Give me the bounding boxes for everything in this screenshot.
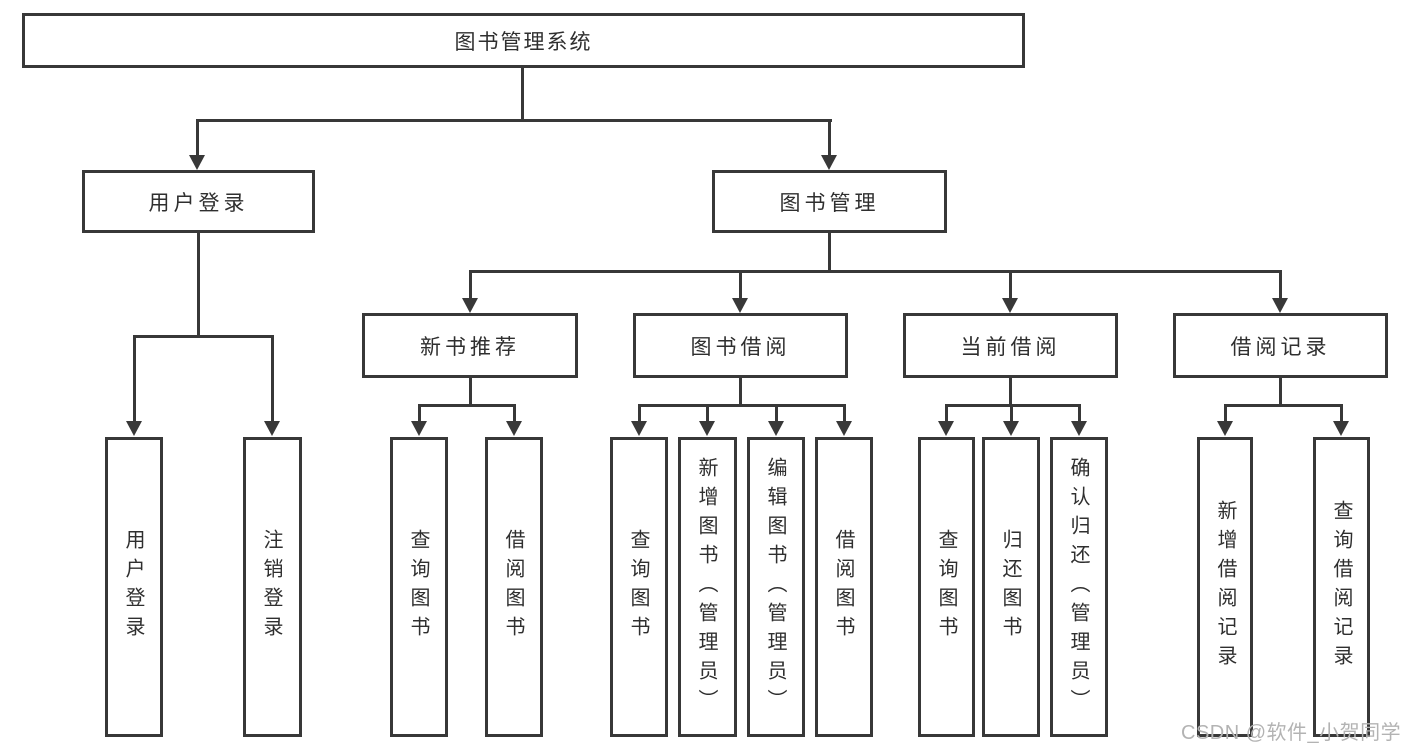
node-user-login: 用户登录 bbox=[82, 170, 315, 233]
connector-vline bbox=[1340, 404, 1343, 422]
node-root: 图书管理系统 bbox=[22, 13, 1025, 68]
arrowhead-down-icon bbox=[1272, 298, 1288, 313]
leaf-query-books-current: 查询图书 bbox=[918, 437, 975, 737]
connector-hline bbox=[469, 270, 1282, 273]
arrowhead-down-icon bbox=[821, 155, 837, 170]
connector-vline bbox=[828, 119, 831, 157]
connector-hline bbox=[638, 404, 846, 407]
connector-vline bbox=[469, 378, 472, 404]
arrowhead-down-icon bbox=[1217, 421, 1233, 436]
arrowhead-down-icon bbox=[1002, 298, 1018, 313]
connector-vline bbox=[828, 233, 831, 270]
connector-vline bbox=[1009, 270, 1012, 299]
leaf-logout-login: 注销登录 bbox=[243, 437, 302, 737]
leaf-borrow-books-recommend: 借阅图书 bbox=[485, 437, 543, 737]
connector-hline bbox=[418, 404, 516, 407]
connector-vline bbox=[775, 404, 778, 422]
connector-vline bbox=[1279, 378, 1282, 404]
leaf-edit-book-admin: 编辑图书（管理员） bbox=[747, 437, 805, 737]
leaf-return-book: 归还图书 bbox=[982, 437, 1040, 737]
connector-vline bbox=[513, 404, 516, 422]
leaf-add-book-admin: 新增图书（管理员） bbox=[678, 437, 737, 737]
leaf-query-books-borrowing: 查询图书 bbox=[610, 437, 668, 737]
connector-vline bbox=[706, 404, 709, 422]
arrowhead-down-icon bbox=[264, 421, 280, 436]
leaf-add-borrow-record: 新增借阅记录 bbox=[1197, 437, 1253, 737]
connector-hline bbox=[1224, 404, 1343, 407]
leaf-user-login: 用户登录 bbox=[105, 437, 163, 737]
arrowhead-down-icon bbox=[189, 155, 205, 170]
connector-hline bbox=[196, 119, 832, 122]
arrowhead-down-icon bbox=[732, 298, 748, 313]
connector-hline bbox=[133, 335, 274, 338]
node-borrowing-records: 借阅记录 bbox=[1173, 313, 1388, 378]
connector-vline bbox=[739, 270, 742, 299]
connector-vline bbox=[1078, 404, 1081, 422]
arrowhead-down-icon bbox=[126, 421, 142, 436]
leaf-confirm-return-admin: 确认归还（管理员） bbox=[1050, 437, 1108, 737]
arrowhead-down-icon bbox=[1003, 421, 1019, 436]
connector-vline bbox=[469, 270, 472, 299]
arrowhead-down-icon bbox=[411, 421, 427, 436]
connector-vline bbox=[945, 404, 948, 422]
connector-vline bbox=[418, 404, 421, 422]
connector-vline bbox=[638, 404, 641, 422]
connector-vline bbox=[196, 119, 199, 157]
arrowhead-down-icon bbox=[1333, 421, 1349, 436]
arrowhead-down-icon bbox=[1071, 421, 1087, 436]
connector-vline bbox=[521, 68, 524, 119]
connector-vline bbox=[739, 378, 742, 404]
arrowhead-down-icon bbox=[699, 421, 715, 436]
node-current-borrowing: 当前借阅 bbox=[903, 313, 1118, 378]
connector-hline bbox=[945, 404, 1081, 407]
connector-vline bbox=[1009, 378, 1012, 404]
leaf-query-borrow-record: 查询借阅记录 bbox=[1313, 437, 1370, 737]
connector-vline bbox=[1224, 404, 1227, 422]
arrowhead-down-icon bbox=[768, 421, 784, 436]
connector-vline bbox=[843, 404, 846, 422]
node-new-book-recommend: 新书推荐 bbox=[362, 313, 578, 378]
node-book-borrowing: 图书借阅 bbox=[633, 313, 848, 378]
leaf-borrow-books-borrowing: 借阅图书 bbox=[815, 437, 873, 737]
arrowhead-down-icon bbox=[462, 298, 478, 313]
leaf-query-books-recommend: 查询图书 bbox=[390, 437, 448, 737]
arrowhead-down-icon bbox=[938, 421, 954, 436]
arrowhead-down-icon bbox=[631, 421, 647, 436]
arrowhead-down-icon bbox=[506, 421, 522, 436]
connector-vline bbox=[1279, 270, 1282, 299]
connector-vline bbox=[1010, 404, 1013, 422]
node-book-management: 图书管理 bbox=[712, 170, 947, 233]
watermark: CSDN @软件_小贺同学 bbox=[1181, 722, 1402, 744]
connector-vline bbox=[133, 335, 136, 423]
arrowhead-down-icon bbox=[836, 421, 852, 436]
connector-vline bbox=[271, 335, 274, 423]
connector-vline bbox=[197, 233, 200, 335]
